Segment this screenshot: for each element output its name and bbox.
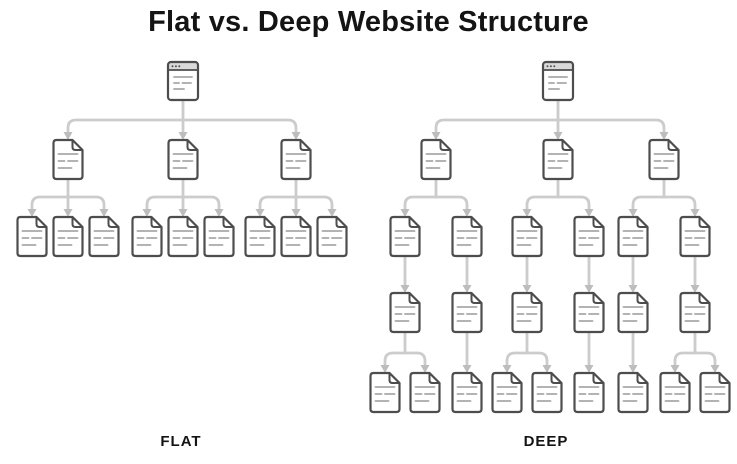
connector [584,330,594,373]
page-icon [167,138,199,181]
page-icon [699,371,731,414]
page-icon [573,291,605,334]
page-icon [316,215,348,258]
page-icon [409,371,441,414]
page-icon [573,371,605,414]
page-icon [659,371,691,414]
page-icon [451,215,483,258]
page-icon [679,291,711,334]
page-icon [389,215,421,258]
flat-icons [16,60,348,258]
connector [690,254,700,293]
deep-structure-tree [369,60,731,414]
flat-connectors [27,98,337,217]
page-icon [389,291,421,334]
page-icon [617,215,649,258]
page-icon [52,215,84,258]
connector [670,330,720,373]
page-icon [491,371,523,414]
page-icon [369,371,401,414]
connector [400,177,472,217]
connector [628,330,638,373]
page-icon [280,215,312,258]
page-icon [131,215,163,258]
page-title: Flat vs. Deep Website Structure [148,6,589,38]
page-icon [648,138,680,181]
page-icon [16,215,48,258]
flat-tree-label: FLAT [160,433,202,450]
page-icon [617,291,649,334]
connector [63,98,301,140]
page-icon [542,138,574,181]
connector [462,330,472,373]
connector [400,254,410,293]
deep-tree-label: DEEP [523,433,569,450]
connector [431,98,669,140]
page-icon [420,138,452,181]
page-icon [451,291,483,334]
connector [584,254,594,293]
page-icon [52,138,84,181]
connector [522,177,594,217]
connector [502,330,552,373]
connector [27,177,109,217]
connector [628,177,700,217]
connector [380,330,430,373]
page-icon [679,215,711,258]
page-icon [88,215,120,258]
deep-connectors [380,98,720,373]
page-icon [167,215,199,258]
connector [628,254,638,293]
page-icon [203,215,235,258]
browser-icon [166,60,200,102]
connector [462,254,472,293]
page-icon [511,215,543,258]
page-icon [451,371,483,414]
deep-icons [369,60,731,414]
connector [255,177,337,217]
connector [522,254,532,293]
flat-structure-tree [16,60,348,258]
page-icon [280,138,312,181]
page-icon [511,291,543,334]
page-icon [244,215,276,258]
page-icon [531,371,563,414]
browser-icon [541,60,575,102]
connector [142,177,224,217]
page-icon [617,371,649,414]
page-icon [573,215,605,258]
